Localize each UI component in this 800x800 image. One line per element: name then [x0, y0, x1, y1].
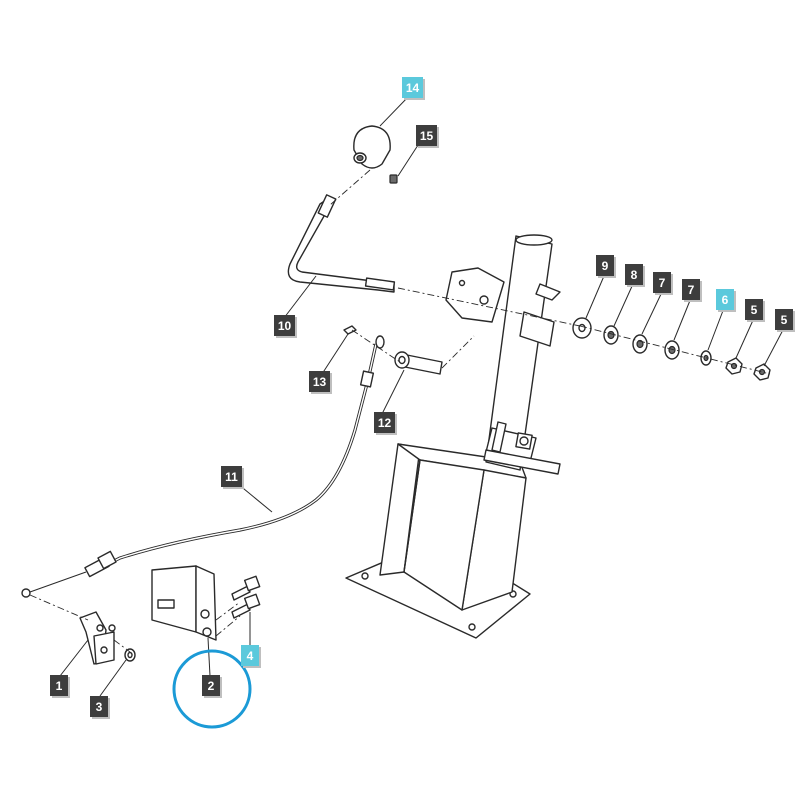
callout-14[interactable]: 14 [402, 77, 425, 100]
svg-text:3: 3 [96, 700, 103, 714]
callout-8[interactable]: 8 [625, 264, 645, 287]
callout-labels: 14 15 10 9 8 7 7 [50, 77, 795, 719]
callout-2[interactable]: 2 [202, 675, 222, 698]
svg-text:9: 9 [602, 259, 609, 273]
callout-6[interactable]: 6 [716, 289, 736, 312]
callout-12[interactable]: 12 [374, 412, 397, 435]
callout-9[interactable]: 9 [596, 255, 616, 278]
callout-7a[interactable]: 7 [653, 272, 673, 295]
washer-part-7b [664, 340, 680, 360]
washer-part-9 [572, 317, 592, 339]
svg-text:2: 2 [208, 679, 215, 693]
mounting-plate-part-2 [151, 565, 217, 641]
assembly-axis-lines [29, 169, 771, 653]
washer-part-3 [124, 648, 136, 662]
callout-4[interactable]: 4 [241, 645, 261, 668]
callout-5a[interactable]: 5 [745, 299, 765, 322]
callout-5b[interactable]: 5 [775, 309, 795, 332]
clip-part-13 [343, 325, 357, 335]
gear-lever-part-10 [287, 194, 396, 293]
washer-part-8 [603, 325, 619, 345]
svg-text:7: 7 [659, 276, 666, 290]
svg-text:13: 13 [313, 375, 327, 389]
callout-7b[interactable]: 7 [682, 279, 702, 302]
callout-1[interactable]: 1 [50, 675, 70, 698]
pivot-pin-part-12 [394, 351, 443, 375]
svg-text:5: 5 [781, 313, 788, 327]
svg-text:14: 14 [406, 81, 420, 95]
svg-text:15: 15 [420, 129, 434, 143]
washer-part-7a [632, 334, 648, 354]
svg-text:10: 10 [278, 319, 292, 333]
callout-10[interactable]: 10 [274, 315, 297, 338]
callout-13[interactable]: 13 [309, 371, 332, 394]
cable-part-11 [21, 335, 385, 598]
bolts-part-4 [231, 575, 261, 619]
set-screw-part-15 [389, 174, 398, 184]
nut-part-5b [753, 363, 771, 381]
washer-part-6 [700, 350, 712, 366]
svg-text:7: 7 [688, 283, 695, 297]
callout-15[interactable]: 15 [416, 125, 439, 148]
callout-3[interactable]: 3 [90, 696, 110, 719]
svg-text:8: 8 [631, 268, 638, 282]
svg-text:12: 12 [378, 416, 392, 430]
nut-part-5a [725, 357, 743, 375]
knob-part-14 [353, 125, 391, 169]
leader-lines [59, 95, 785, 697]
svg-text:6: 6 [722, 293, 729, 307]
callout-11[interactable]: 11 [221, 466, 244, 489]
svg-text:11: 11 [225, 470, 238, 484]
stand-frame [345, 234, 561, 639]
svg-text:4: 4 [247, 649, 254, 663]
svg-text:1: 1 [56, 679, 63, 693]
selection-ring [172, 649, 252, 729]
lever-bracket-part-1 [79, 611, 116, 665]
svg-text:5: 5 [751, 303, 758, 317]
